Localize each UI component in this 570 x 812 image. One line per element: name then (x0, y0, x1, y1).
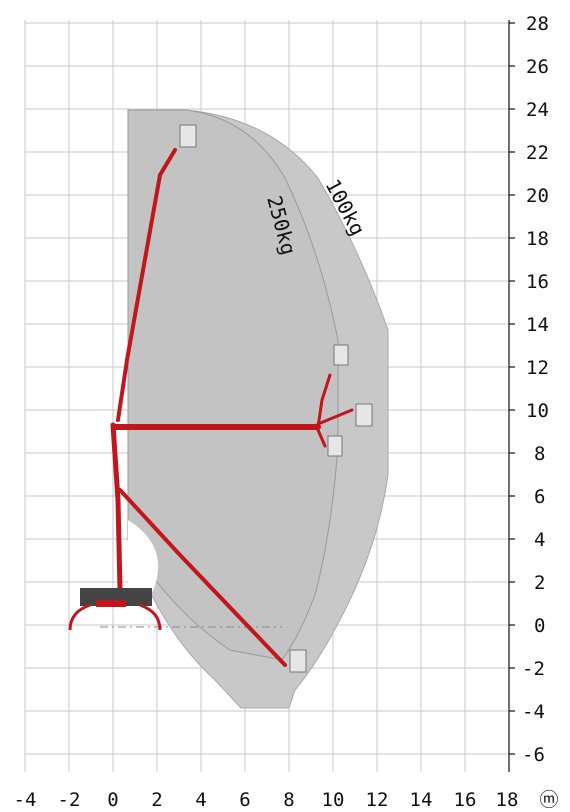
x-tick-label: 0 (107, 789, 118, 811)
y-tick-label: 24 (526, 99, 549, 121)
boom-horizontal-jib (316, 373, 332, 429)
y-tick-label: 22 (526, 142, 549, 164)
y-tick-label: 20 (526, 185, 549, 207)
y-tick-label: 26 (526, 56, 549, 78)
boom-horizontal-jib-2 (316, 428, 327, 448)
platform-top (179, 124, 197, 148)
boom-lower-mast (110, 422, 123, 593)
y-tick-label: -4 (522, 701, 545, 723)
y-tick-label: -2 (522, 658, 545, 680)
x-tick-label: 14 (410, 789, 433, 811)
platform-mid-right (355, 403, 373, 427)
x-tick-label: 18 (496, 789, 519, 811)
y-tick-label: 16 (526, 271, 549, 293)
platform-bottom (289, 649, 307, 673)
boom-vertical (116, 148, 177, 422)
y-tick-label: 2 (534, 572, 545, 594)
y-tick-label: 4 (534, 529, 545, 551)
y-axis-labels: 28 26 24 22 20 18 16 14 12 10 8 6 4 2 0 … (522, 13, 549, 766)
x-axis-labels: -4 -2 0 2 4 6 8 10 12 14 16 18 ⓜ (14, 789, 559, 811)
y-tick-label: 12 (526, 357, 549, 379)
boom-positions (110, 148, 354, 667)
platforms (179, 124, 373, 673)
x-tick-label: -2 (58, 789, 81, 811)
x-tick-label: 6 (239, 789, 250, 811)
y-tick-label: 0 (534, 615, 545, 637)
boom-horizontal-jib-3 (316, 408, 354, 426)
x-tick-label: -4 (14, 789, 37, 811)
y-tick-label: 28 (526, 13, 549, 35)
x-tick-label: 16 (454, 789, 477, 811)
x-axis-unit: ⓜ (539, 789, 558, 811)
platform-mid-upper (333, 344, 349, 366)
x-tick-label: 2 (151, 789, 162, 811)
boom-diagonal (118, 488, 287, 667)
x-tick-label: 4 (195, 789, 206, 811)
platform-mid-lower (327, 435, 343, 457)
x-tick-label: 10 (322, 789, 345, 811)
y-tick-label: 10 (526, 400, 549, 422)
x-tick-label: 8 (283, 789, 294, 811)
y-axis-tickmarks (509, 22, 515, 755)
y-tick-label: 8 (534, 443, 545, 465)
machine-chassis (68, 588, 162, 631)
y-tick-label: 6 (534, 486, 545, 508)
y-tick-label: 14 (526, 314, 549, 336)
inner-working-zone-250kg (127, 109, 339, 661)
y-tick-label: -6 (522, 744, 545, 766)
x-tick-label: 12 (366, 789, 389, 811)
y-tick-label: 18 (526, 228, 549, 250)
